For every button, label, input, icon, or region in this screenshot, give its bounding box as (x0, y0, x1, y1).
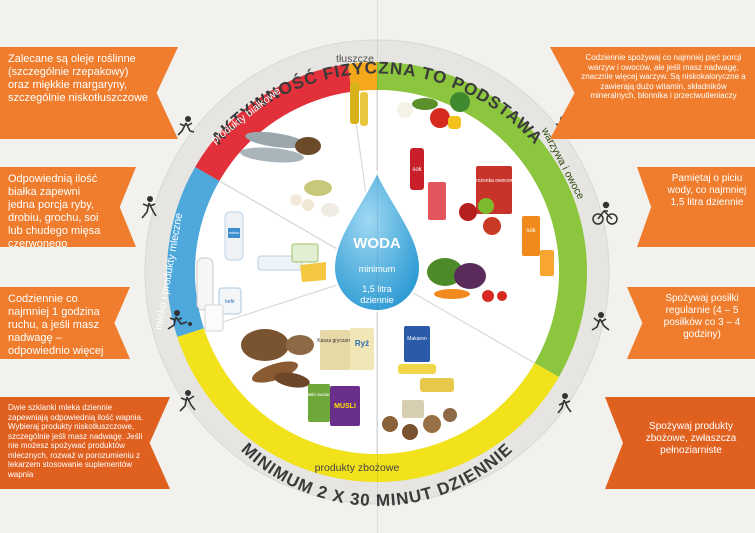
left-banner-activity-text: Codziennie co najmniej 1 godzina ruchu, … (8, 293, 104, 357)
left-banner-activity: Codziennie co najmniej 1 godzina ruchu, … (0, 287, 130, 359)
juice-label: sok (526, 228, 536, 234)
pasta-label: Makaron (407, 336, 427, 342)
cycling-figure-icon (592, 201, 618, 225)
kicking-figure-icon (167, 310, 192, 330)
right-banner-vegetables-text: Codziennie spożywaj co najmniej pięć por… (581, 53, 746, 100)
fats-illustration (350, 82, 368, 126)
milk-label: mleko (229, 230, 240, 235)
left-banner-protein-text: Odpowiednią ilość białka zapewni jedna p… (8, 173, 101, 250)
running-figure-icon (177, 116, 195, 136)
left-banner-protein: Odpowiednią ilość białka zapewni jedna p… (0, 167, 136, 247)
left-banner-milk-text: Dwie szklanki mleka dziennie zapewniają … (8, 403, 144, 479)
water-line3: dziennie (360, 295, 394, 305)
segment-vegetables (377, 62, 587, 377)
grains-illustration: Kasza gryczana Ryż Płatki owsiane MUSLI … (241, 326, 457, 440)
water-title: WODA (353, 235, 401, 252)
segment-protein (195, 64, 352, 181)
right-banner-water-text: Pamiętaj o piciu wody, co najmniej 1,5 l… (667, 173, 747, 208)
tennis-figure-icon (179, 390, 196, 412)
left-banner-milk: Dwie szklanki mleka dziennie zapewniają … (0, 397, 170, 489)
kefir-label: kefir (225, 299, 235, 305)
flakes-label: Płatki owsiane (305, 392, 334, 397)
segment-grains (177, 328, 559, 483)
walking-figure-icon (557, 393, 572, 414)
jumping-figure-icon (591, 312, 610, 331)
label-fats: tłuszcze (336, 53, 374, 65)
protein-food-illustration (240, 131, 339, 217)
muesli-label: MUSLI (334, 403, 356, 410)
left-banner-oils: Zalecane są oleje roślinne (szczególnie … (0, 47, 178, 139)
right-banner-meals-text: Spożywaj posiłki regularnie (4 – 5 posił… (663, 293, 741, 340)
juice-red-label: sok (412, 167, 422, 173)
groats-label: Kasza gryczana (317, 338, 353, 344)
fold-line (377, 0, 378, 533)
water-line2: 1,5 litra (362, 284, 392, 294)
water-line1: minimum (359, 264, 396, 274)
left-banner-oils-text: Zalecane są oleje roślinne (szczególnie … (8, 53, 149, 104)
right-banner-water: Pamiętaj o piciu wody, co najmniej 1,5 l… (637, 167, 755, 247)
right-banner-vegetables: Codziennie spożywaj co najmniej pięć por… (550, 47, 755, 139)
water-drop (332, 169, 422, 312)
dairy-illustration: mleko kefir (196, 211, 326, 332)
rice-label: Ryż (355, 339, 369, 348)
right-banner-grains: Spożywaj produkty zbożowe, zwłaszcza peł… (605, 397, 755, 489)
football-figure-icon (141, 196, 157, 219)
vegetables-illustration: sok mrożonka owocowa sok (397, 92, 554, 302)
fruit-box-label: mrożonka owocowa (472, 178, 516, 184)
label-grains: produkty zbożowe (315, 462, 400, 474)
right-banner-meals: Spożywaj posiłki regularnie (4 – 5 posił… (627, 287, 755, 359)
right-banner-grains-text: Spożywaj produkty zbożowe, zwłaszcza peł… (645, 421, 737, 456)
segment-dairy (167, 167, 220, 337)
